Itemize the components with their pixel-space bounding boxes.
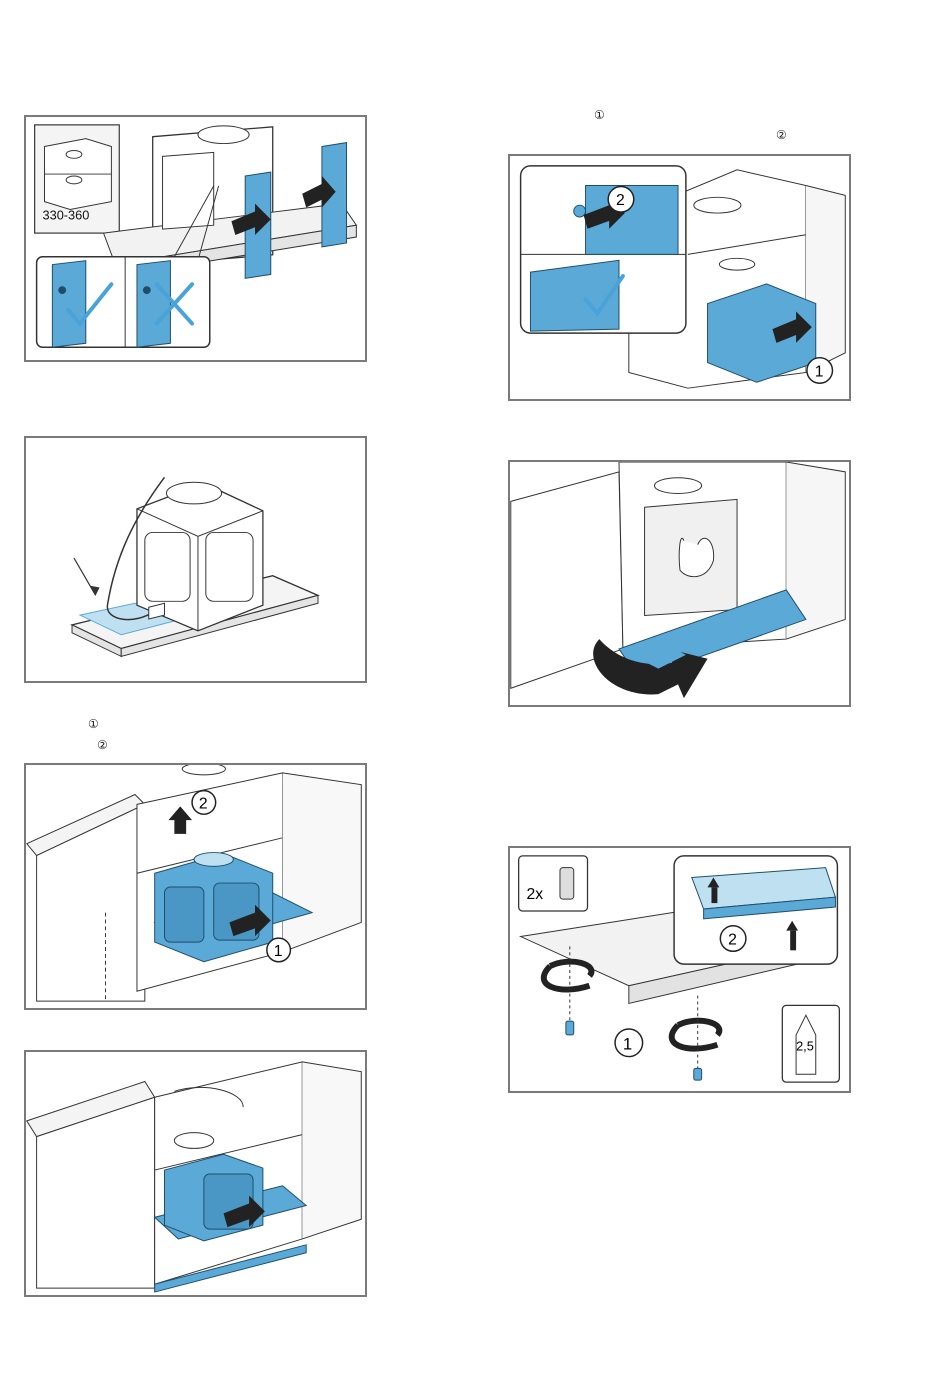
cover-panel-illustration [510,462,849,705]
callout-2: 2 [199,795,208,812]
figure-hood-installed [24,1050,367,1297]
fixing-screws-illustration: 2x 1 2 2,5 [510,848,849,1091]
figure-hood-cable [24,436,367,683]
step-marker-1-left: ① [88,717,99,731]
figure-cover-panel [508,460,851,707]
figure-bracket-mounting: 330-360 [24,115,367,362]
side-panel-illustration: 1 2 [510,156,849,399]
step-marker-2-left: ② [97,738,108,752]
figure-insert-hood-steps: 1 2 [24,763,367,1010]
callout-2: 2 [616,192,625,209]
tool-size-label: 2,5 [796,1039,814,1054]
step-marker-1-right: ① [594,108,605,122]
callout-2: 2 [728,931,737,948]
hood-cable-illustration [26,438,365,681]
callout-1: 1 [623,1035,632,1054]
bracket-mounting-illustration: 330-360 [26,117,365,360]
figure-side-panel-assembly: 1 2 [508,154,851,401]
insert-hood-illustration: 1 2 [26,765,365,1008]
figure-fixing-screws: 2x 1 2 2,5 [508,846,851,1093]
quantity-label: 2x [527,886,544,903]
callout-1: 1 [815,363,824,380]
hood-installed-illustration [26,1052,365,1295]
dimension-label: 330-360 [43,207,90,222]
callout-1: 1 [274,943,283,960]
step-marker-2-right: ② [776,128,787,142]
